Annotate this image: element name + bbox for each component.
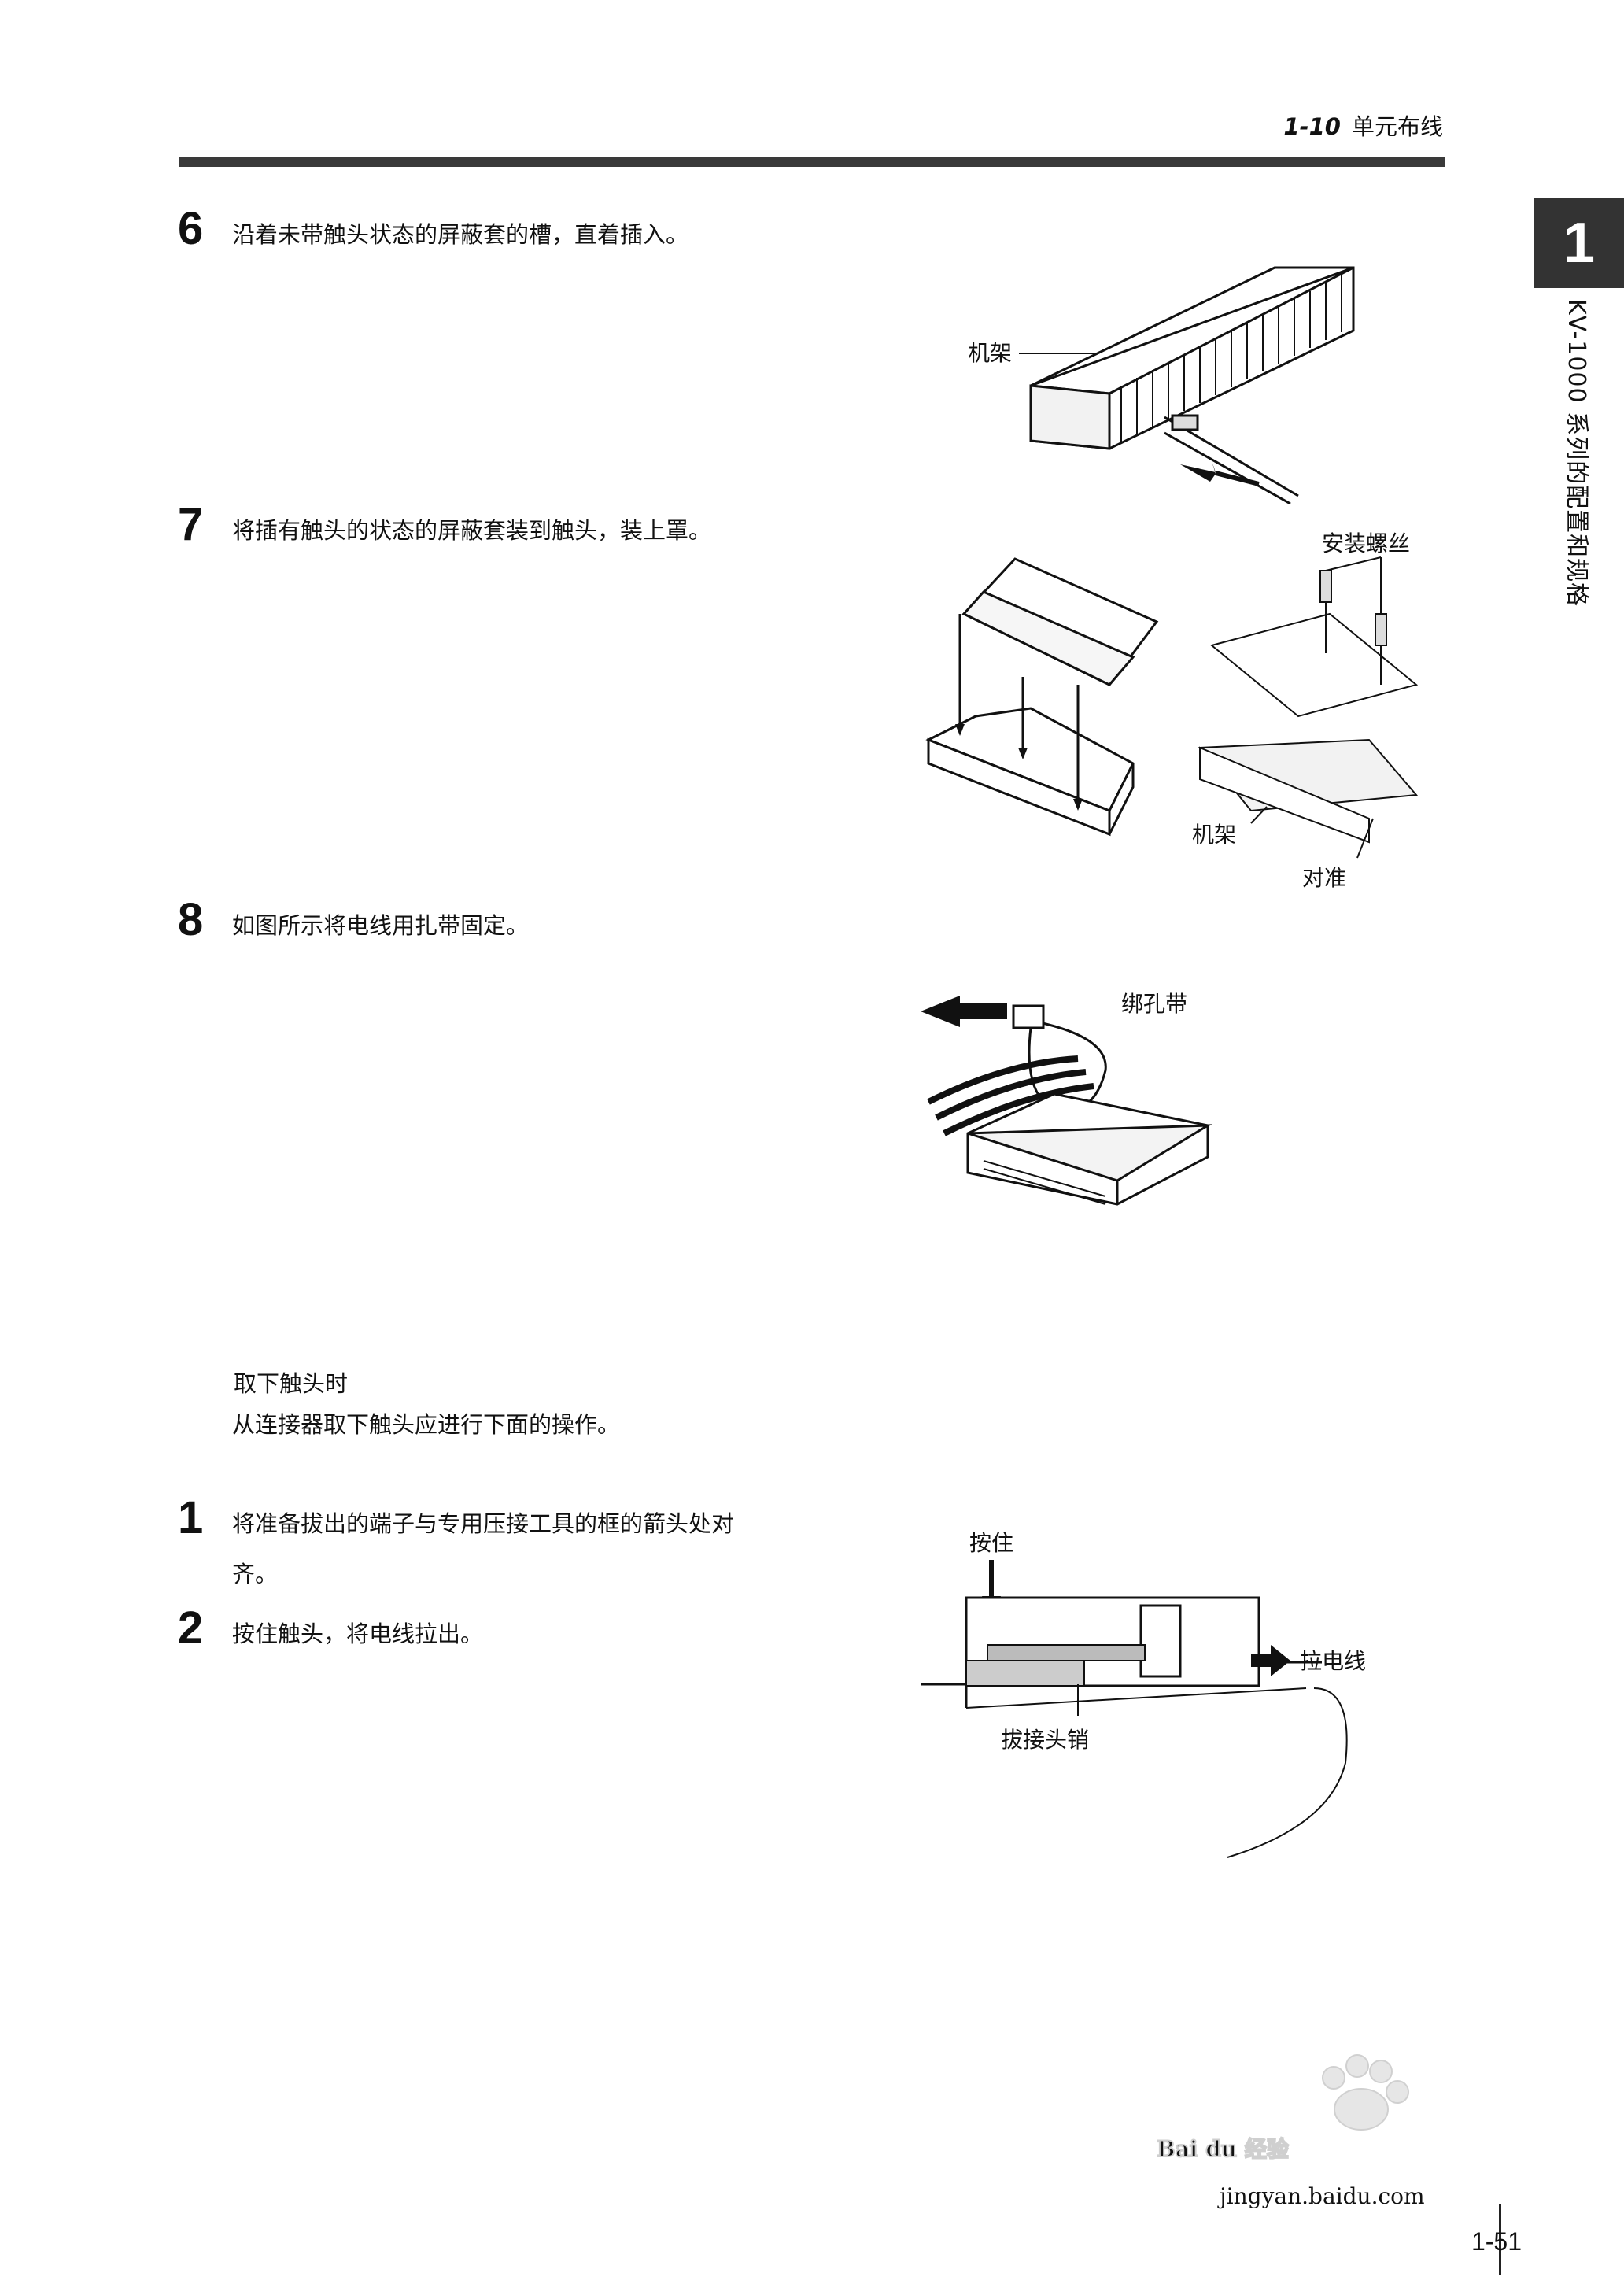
- fig6-label-frame: 机架: [968, 340, 1012, 366]
- figure-cable-tie: 绑孔带: [921, 991, 1212, 1206]
- section-title: 单元布线: [1351, 113, 1443, 140]
- chapter-number: 1: [1563, 212, 1596, 275]
- removal-step-2-text: 按住触头，将电线拉出。: [232, 1621, 484, 1647]
- fig-remove-label-pin: 拔接头销: [1001, 1727, 1089, 1753]
- step-6-number: 6: [178, 203, 204, 254]
- baidu-watermark: Bai du 经验 jingyan.baidu.com: [1156, 2054, 1425, 2209]
- removal-step-1-line2: 齐。: [232, 1561, 279, 1587]
- chapter-tab: 1: [1534, 198, 1624, 288]
- step-7-number: 7: [178, 499, 204, 550]
- fig-remove-label-press: 按住: [969, 1530, 1013, 1556]
- removal-subtitle: 取下触头时: [234, 1370, 349, 1397]
- figure-attach-cover: 安装螺丝 机架 对准: [925, 530, 1419, 891]
- chapter-side-title: KV-1000 系列的配置和规格: [1532, 299, 1624, 614]
- fig8-label-tie: 绑孔带: [1121, 991, 1187, 1017]
- fig-remove-label-pull: 拉电线: [1300, 1648, 1366, 1674]
- step-7-text: 将插有触头的状态的屏蔽套装到触头，装上罩。: [232, 517, 712, 544]
- watermark-url: jingyan.baidu.com: [1217, 2183, 1425, 2209]
- fig7-label-align: 对准: [1302, 865, 1346, 891]
- removal-intro: 从连接器取下触头应进行下面的操作。: [232, 1411, 621, 1438]
- removal-step-1-number: 1: [178, 1492, 204, 1543]
- section-number: 1-10: [1283, 113, 1341, 140]
- page-number-bar: [1499, 2204, 1501, 2275]
- chapter-side-title-text: KV-1000 系列的配置和规格: [1563, 299, 1590, 608]
- page-number: 1-51: [1471, 2227, 1522, 2256]
- fig7-label-frame: 机架: [1192, 822, 1236, 848]
- step-8-text: 如图所示将电线用扎带固定。: [232, 912, 530, 939]
- running-header: 1-10 单元布线: [1283, 109, 1443, 142]
- removal-step-1-line1: 将准备拔出的端子与专用压接工具的框的箭头处对: [232, 1510, 735, 1537]
- watermark-brand: Bai du 经验: [1157, 2136, 1289, 2162]
- removal-step-2-number: 2: [178, 1602, 204, 1654]
- step-8-number: 8: [178, 894, 204, 945]
- fig7-label-screws: 安装螺丝: [1322, 530, 1410, 556]
- step-6-text: 沿着未带触头状态的屏蔽套的槽，直着插入。: [232, 221, 689, 248]
- header-rule: [179, 157, 1445, 167]
- figure-remove-contact: 按住 拉电线 拔接头销: [921, 1530, 1366, 1858]
- figure-insert-shield: 机架: [968, 266, 1355, 504]
